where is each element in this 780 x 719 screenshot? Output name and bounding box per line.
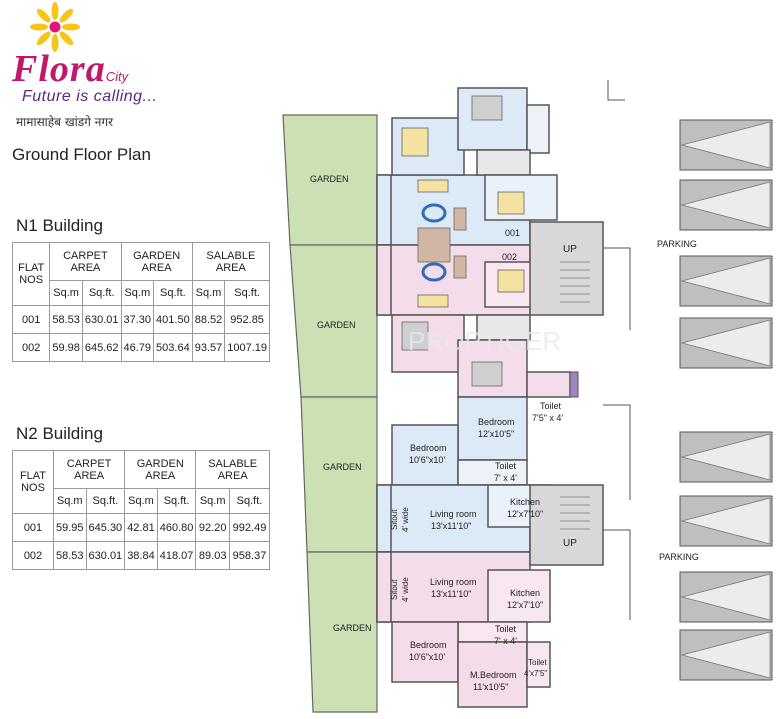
garden-area <box>306 551 378 713</box>
toilet-room <box>526 641 551 688</box>
flat-number-label: 002 <box>502 252 517 262</box>
utility-room <box>476 149 531 176</box>
room-label: Kitchen <box>510 588 540 598</box>
room-label: Toilet <box>528 658 547 667</box>
brand-name: Flora <box>12 48 106 90</box>
location-name: मामासाहेब खांडगे नगर <box>16 115 114 129</box>
n2-building-title: N2 Building <box>16 424 103 443</box>
room-size: 7'5" x 4' <box>532 413 563 423</box>
salable-header: SALABLE AREA <box>195 450 270 489</box>
room-label: Kitchen <box>510 497 540 507</box>
staircase <box>529 484 604 566</box>
room-size: 13'x11'10" <box>431 521 472 531</box>
room-label: Sitout <box>390 509 399 530</box>
sitout-strip <box>376 174 392 246</box>
garden-label: GARDEN <box>333 623 372 633</box>
room-size: 10'6"x10' <box>409 652 445 662</box>
stair-up-label: UP <box>563 538 577 549</box>
room-size: 12'x7'10" <box>507 600 543 610</box>
bedroom-room <box>391 621 459 683</box>
car-windshield <box>680 497 771 545</box>
utility-room <box>476 314 531 341</box>
watermark-text: PROPTIGER <box>408 326 561 356</box>
unit-cell: Sq.m <box>124 488 158 514</box>
furniture <box>401 95 525 387</box>
table-row: 002 59.98 645.62 46.79 503.64 93.57 1007… <box>11 333 270 362</box>
car-windshield <box>680 257 771 305</box>
unit-cell: Sq.ft. <box>224 280 270 306</box>
room-label: Toilet <box>540 401 562 411</box>
bedroom-room <box>457 641 528 708</box>
unit-cell: Sq.ft. <box>229 488 270 514</box>
room-label: Toilet <box>495 624 517 634</box>
garden-label: GARDEN <box>317 320 356 330</box>
parking-label: PARKING <box>657 239 697 249</box>
unit-cell: Sq.m <box>53 488 87 514</box>
room-size: 7' x 4' <box>494 473 517 483</box>
parking-outline <box>603 80 631 620</box>
table-row: 001 59.95 645.30 42.81 460.80 92.20 992.… <box>12 513 270 542</box>
brand-tagline: Future is calling... <box>22 88 158 105</box>
flower-logo-icon <box>30 2 80 52</box>
toilet-room <box>526 371 571 398</box>
car-windshield <box>680 631 771 679</box>
stair-up-label: UP <box>563 244 577 255</box>
unit-cell: Sq.m <box>49 280 83 306</box>
room-size: 4' wide <box>401 507 410 532</box>
room-label: Bedroom <box>410 640 447 650</box>
room-size: 13'x11'10" <box>431 589 472 599</box>
unit-cell: Sq.m <box>191 280 226 306</box>
room-size: 12'x7'10" <box>507 509 543 519</box>
garden-label: GARDEN <box>323 462 362 472</box>
toilet-room <box>457 459 528 486</box>
stair-steps <box>560 261 590 303</box>
car-windshield <box>680 433 771 481</box>
room-size: 7' x 4' <box>494 636 517 646</box>
parking-label: PARKING <box>659 552 699 562</box>
room-label: Toilet <box>495 461 517 471</box>
room-size: 4'x7'5" <box>524 669 547 678</box>
garden-label: GARDEN <box>310 174 349 184</box>
staircase <box>529 221 604 316</box>
room-size: 12'x10'5" <box>478 429 514 439</box>
sitout-strip <box>376 244 392 316</box>
garden-area <box>300 396 378 553</box>
unit-cell: Sq.ft. <box>153 280 193 306</box>
sitout-strip <box>376 551 392 623</box>
room-label: Bedroom <box>410 443 447 453</box>
room-label: Sitout <box>390 579 399 600</box>
room-label: M.Bedroom <box>470 670 517 680</box>
sitout-strip <box>376 484 392 553</box>
brand-suffix: City <box>105 69 129 84</box>
car-windshield <box>680 573 771 621</box>
room-label: Bedroom <box>478 417 515 427</box>
toilet-room <box>526 104 550 154</box>
car-windshield <box>680 319 771 367</box>
unit-cell: Sq.ft. <box>156 488 197 514</box>
room-size: 10'6"x10' <box>409 455 445 465</box>
unit-cell: Sq.m <box>120 280 155 306</box>
brand-logo: FloraCity <box>12 47 128 91</box>
table-row: 002 58.53 630.01 38.84 418.07 89.03 958.… <box>12 541 270 570</box>
room-label: Living room <box>430 509 477 519</box>
n1-building-title: N1 Building <box>16 216 103 235</box>
unit-cell: Sq.m <box>195 488 231 514</box>
plan-title: Ground Floor Plan <box>12 145 151 164</box>
toilet-accent <box>569 371 579 398</box>
flat-number-label: 001 <box>505 228 520 238</box>
car-windshield <box>680 181 771 229</box>
stair-steps <box>560 496 590 530</box>
car-windshield <box>680 121 771 169</box>
room-size: 11'x10'5" <box>473 682 509 692</box>
room-size: 4' wide <box>401 577 410 602</box>
room-label: Living room <box>430 577 477 587</box>
